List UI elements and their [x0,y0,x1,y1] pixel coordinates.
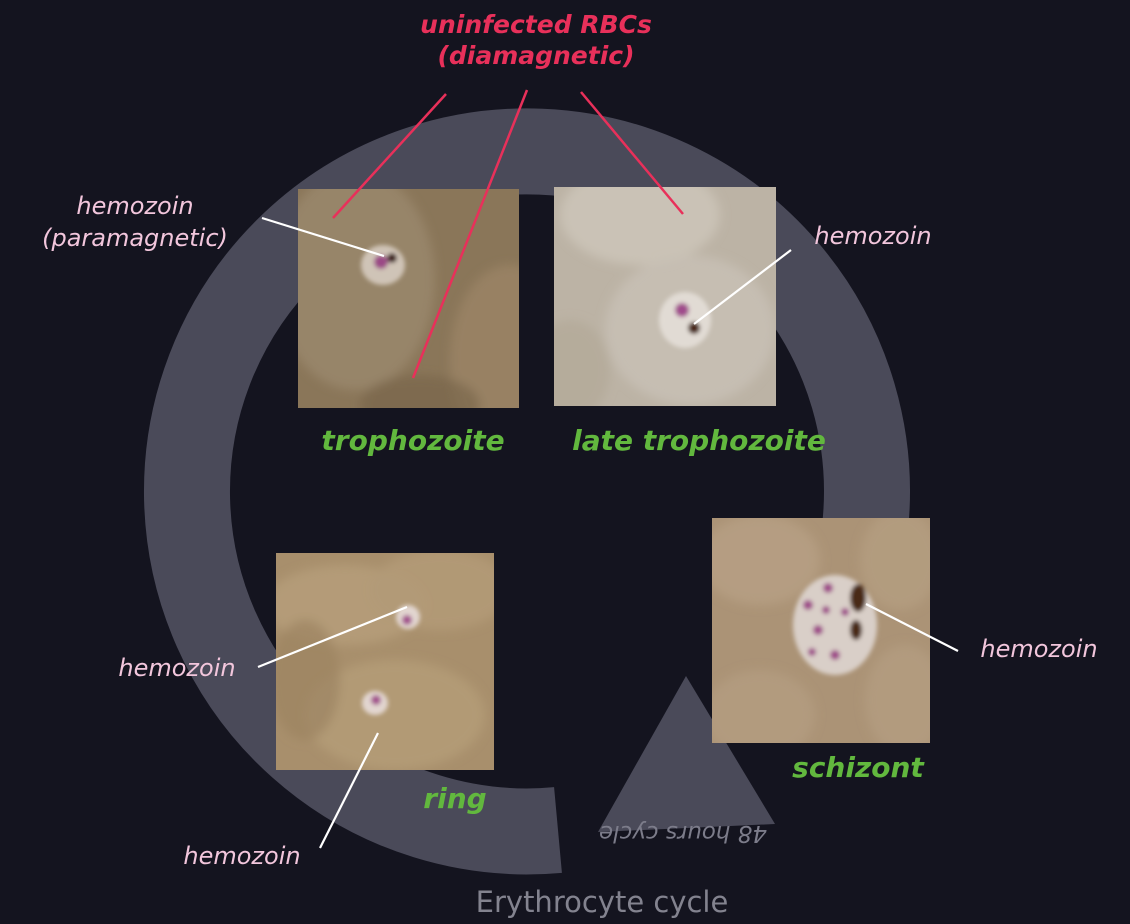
micrograph-ring [265,550,510,770]
stage-trophozoite: trophozoite [321,424,504,457]
stage-schizont: schizont [792,751,925,784]
label-hemozoin-late: hemozoin [814,222,931,250]
micrograph-late-trophozoite [530,165,776,420]
stage-late-trophozoite: late trophozoite [572,424,826,457]
micrograph-schizont [700,510,945,760]
label-hemozoin-para-1: hemozoin [76,192,193,220]
cycle-label: 48 hours cycle [599,820,767,846]
label-hemozoin-schizont: hemozoin [980,635,1097,663]
label-hemozoin-ring-upper: hemozoin [118,654,235,682]
stage-ring: ring [423,782,486,815]
footer-title: Erythrocyte cycle [476,885,729,919]
label-hemozoin-para-2: (paramagnetic) [42,224,228,252]
title-line1: uninfected RBCs [420,10,652,39]
title-line2: (diamagnetic) [437,41,634,70]
micrograph-trophozoite [275,170,570,455]
label-hemozoin-ring-lower: hemozoin [183,842,300,870]
